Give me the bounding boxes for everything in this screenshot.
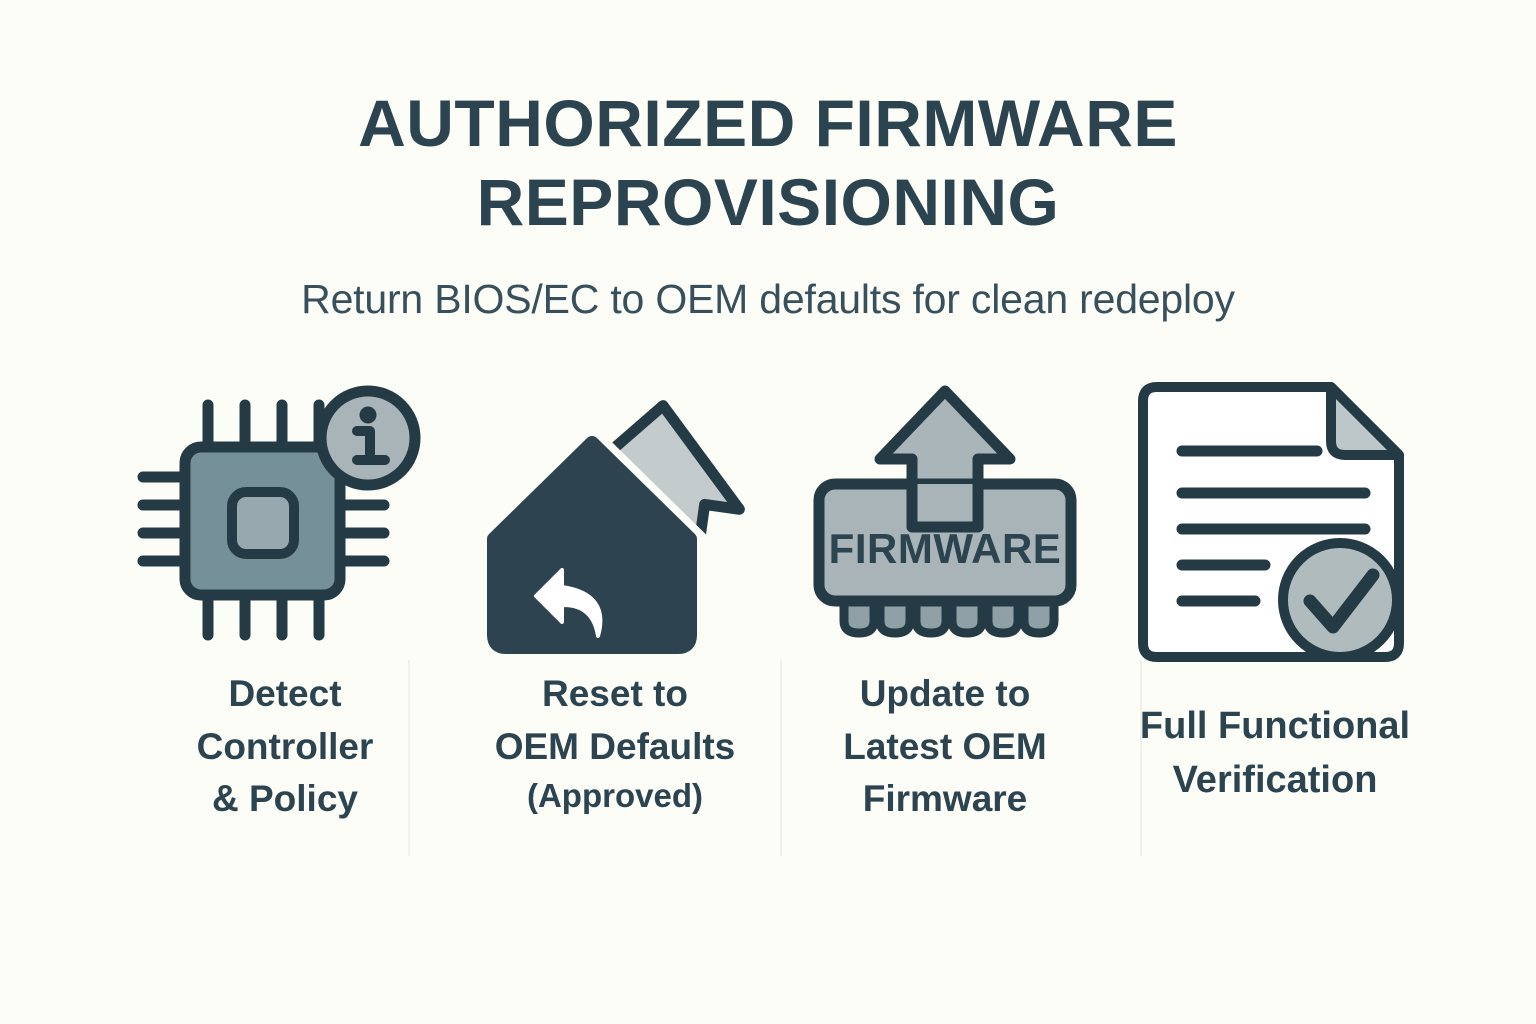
page-fold-corner [1326, 382, 1404, 460]
firmware-chip-upload-icon: FIRMWARE [813, 385, 1077, 638]
icon-container [1125, 372, 1425, 672]
checkmark-icon [1303, 568, 1380, 634]
step-sub-label: (Approved) [526, 777, 703, 815]
document-check-icon [1138, 382, 1404, 662]
firmware-chip-text: FIRMWARE [829, 525, 1062, 572]
header: AUTHORIZED FIRMWARE REPROVISIONING Retur… [0, 84, 1536, 323]
verification-check-circle [1278, 538, 1402, 662]
info-dot-icon [359, 406, 377, 424]
column-divider [408, 660, 410, 856]
step-label: Detect Controller & Policy [196, 673, 374, 820]
steps-row: Detect Controller & Policy [120, 372, 1440, 872]
icon-container: FIRMWARE [810, 372, 1080, 672]
step-detect-controller-policy: Detect Controller & Policy [120, 372, 450, 826]
house-reset-arrow-icon [472, 400, 745, 667]
column-divider [780, 660, 782, 856]
step-label-main: Reset to OEM Defaults [494, 673, 736, 767]
step-update-latest-firmware: FIRMWARE Update to Latest OEM Firmware [780, 372, 1110, 826]
document-text-lines [1176, 445, 1371, 607]
restore-arrow-icon [534, 568, 603, 638]
page-title: AUTHORIZED FIRMWARE REPROVISIONING [358, 86, 1178, 240]
step-full-functional-verification: Full Functional Verification [1110, 372, 1440, 808]
chip-info-icon [137, 385, 421, 641]
column-divider [1140, 660, 1142, 856]
step-reset-oem-defaults: Reset to OEM Defaults (Approved) [450, 372, 780, 820]
info-stem-icon [352, 426, 390, 465]
icon-container [470, 372, 760, 672]
icon-container [135, 372, 435, 672]
chip-die [227, 487, 299, 559]
step-label: Full Functional Verification [1139, 705, 1411, 801]
page-subtitle: Return BIOS/EC to OEM defaults for clean… [301, 276, 1235, 323]
step-label: Update to Latest OEM Firmware [843, 673, 1047, 820]
step-label: Reset to OEM Defaults (Approved) [495, 668, 736, 820]
